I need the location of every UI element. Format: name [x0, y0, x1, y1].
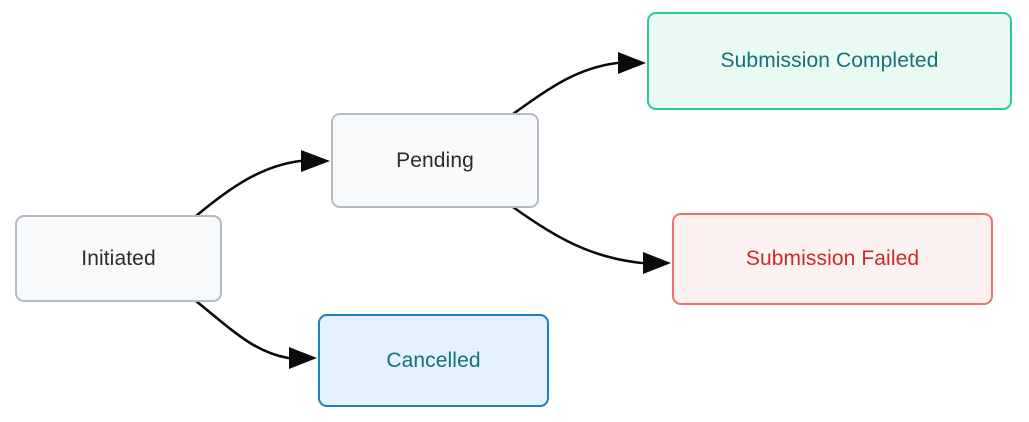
- arrowhead-icon: [301, 150, 330, 172]
- node-submission-completed-label: Submission Completed: [720, 49, 939, 73]
- node-submission-completed[interactable]: Submission Completed: [647, 12, 1012, 110]
- node-cancelled[interactable]: Cancelled: [318, 314, 549, 407]
- arrowhead-icon: [289, 347, 317, 369]
- node-pending[interactable]: Pending: [331, 113, 539, 208]
- node-submission-failed[interactable]: Submission Failed: [672, 213, 993, 305]
- arrowhead-icon: [643, 252, 671, 274]
- node-initiated-label: Initiated: [81, 246, 156, 270]
- node-cancelled-label: Cancelled: [386, 348, 481, 372]
- node-pending-label: Pending: [396, 148, 474, 172]
- arrowhead-icon: [618, 52, 646, 74]
- node-submission-failed-label: Submission Failed: [745, 247, 920, 271]
- edge-initiated-to-cancelled: [194, 299, 317, 369]
- edge-pending-to-completed: [511, 52, 646, 116]
- node-initiated[interactable]: Initiated: [15, 215, 222, 302]
- edge-initiated-to-pending: [194, 150, 330, 218]
- edge-pending-to-failed: [511, 205, 671, 274]
